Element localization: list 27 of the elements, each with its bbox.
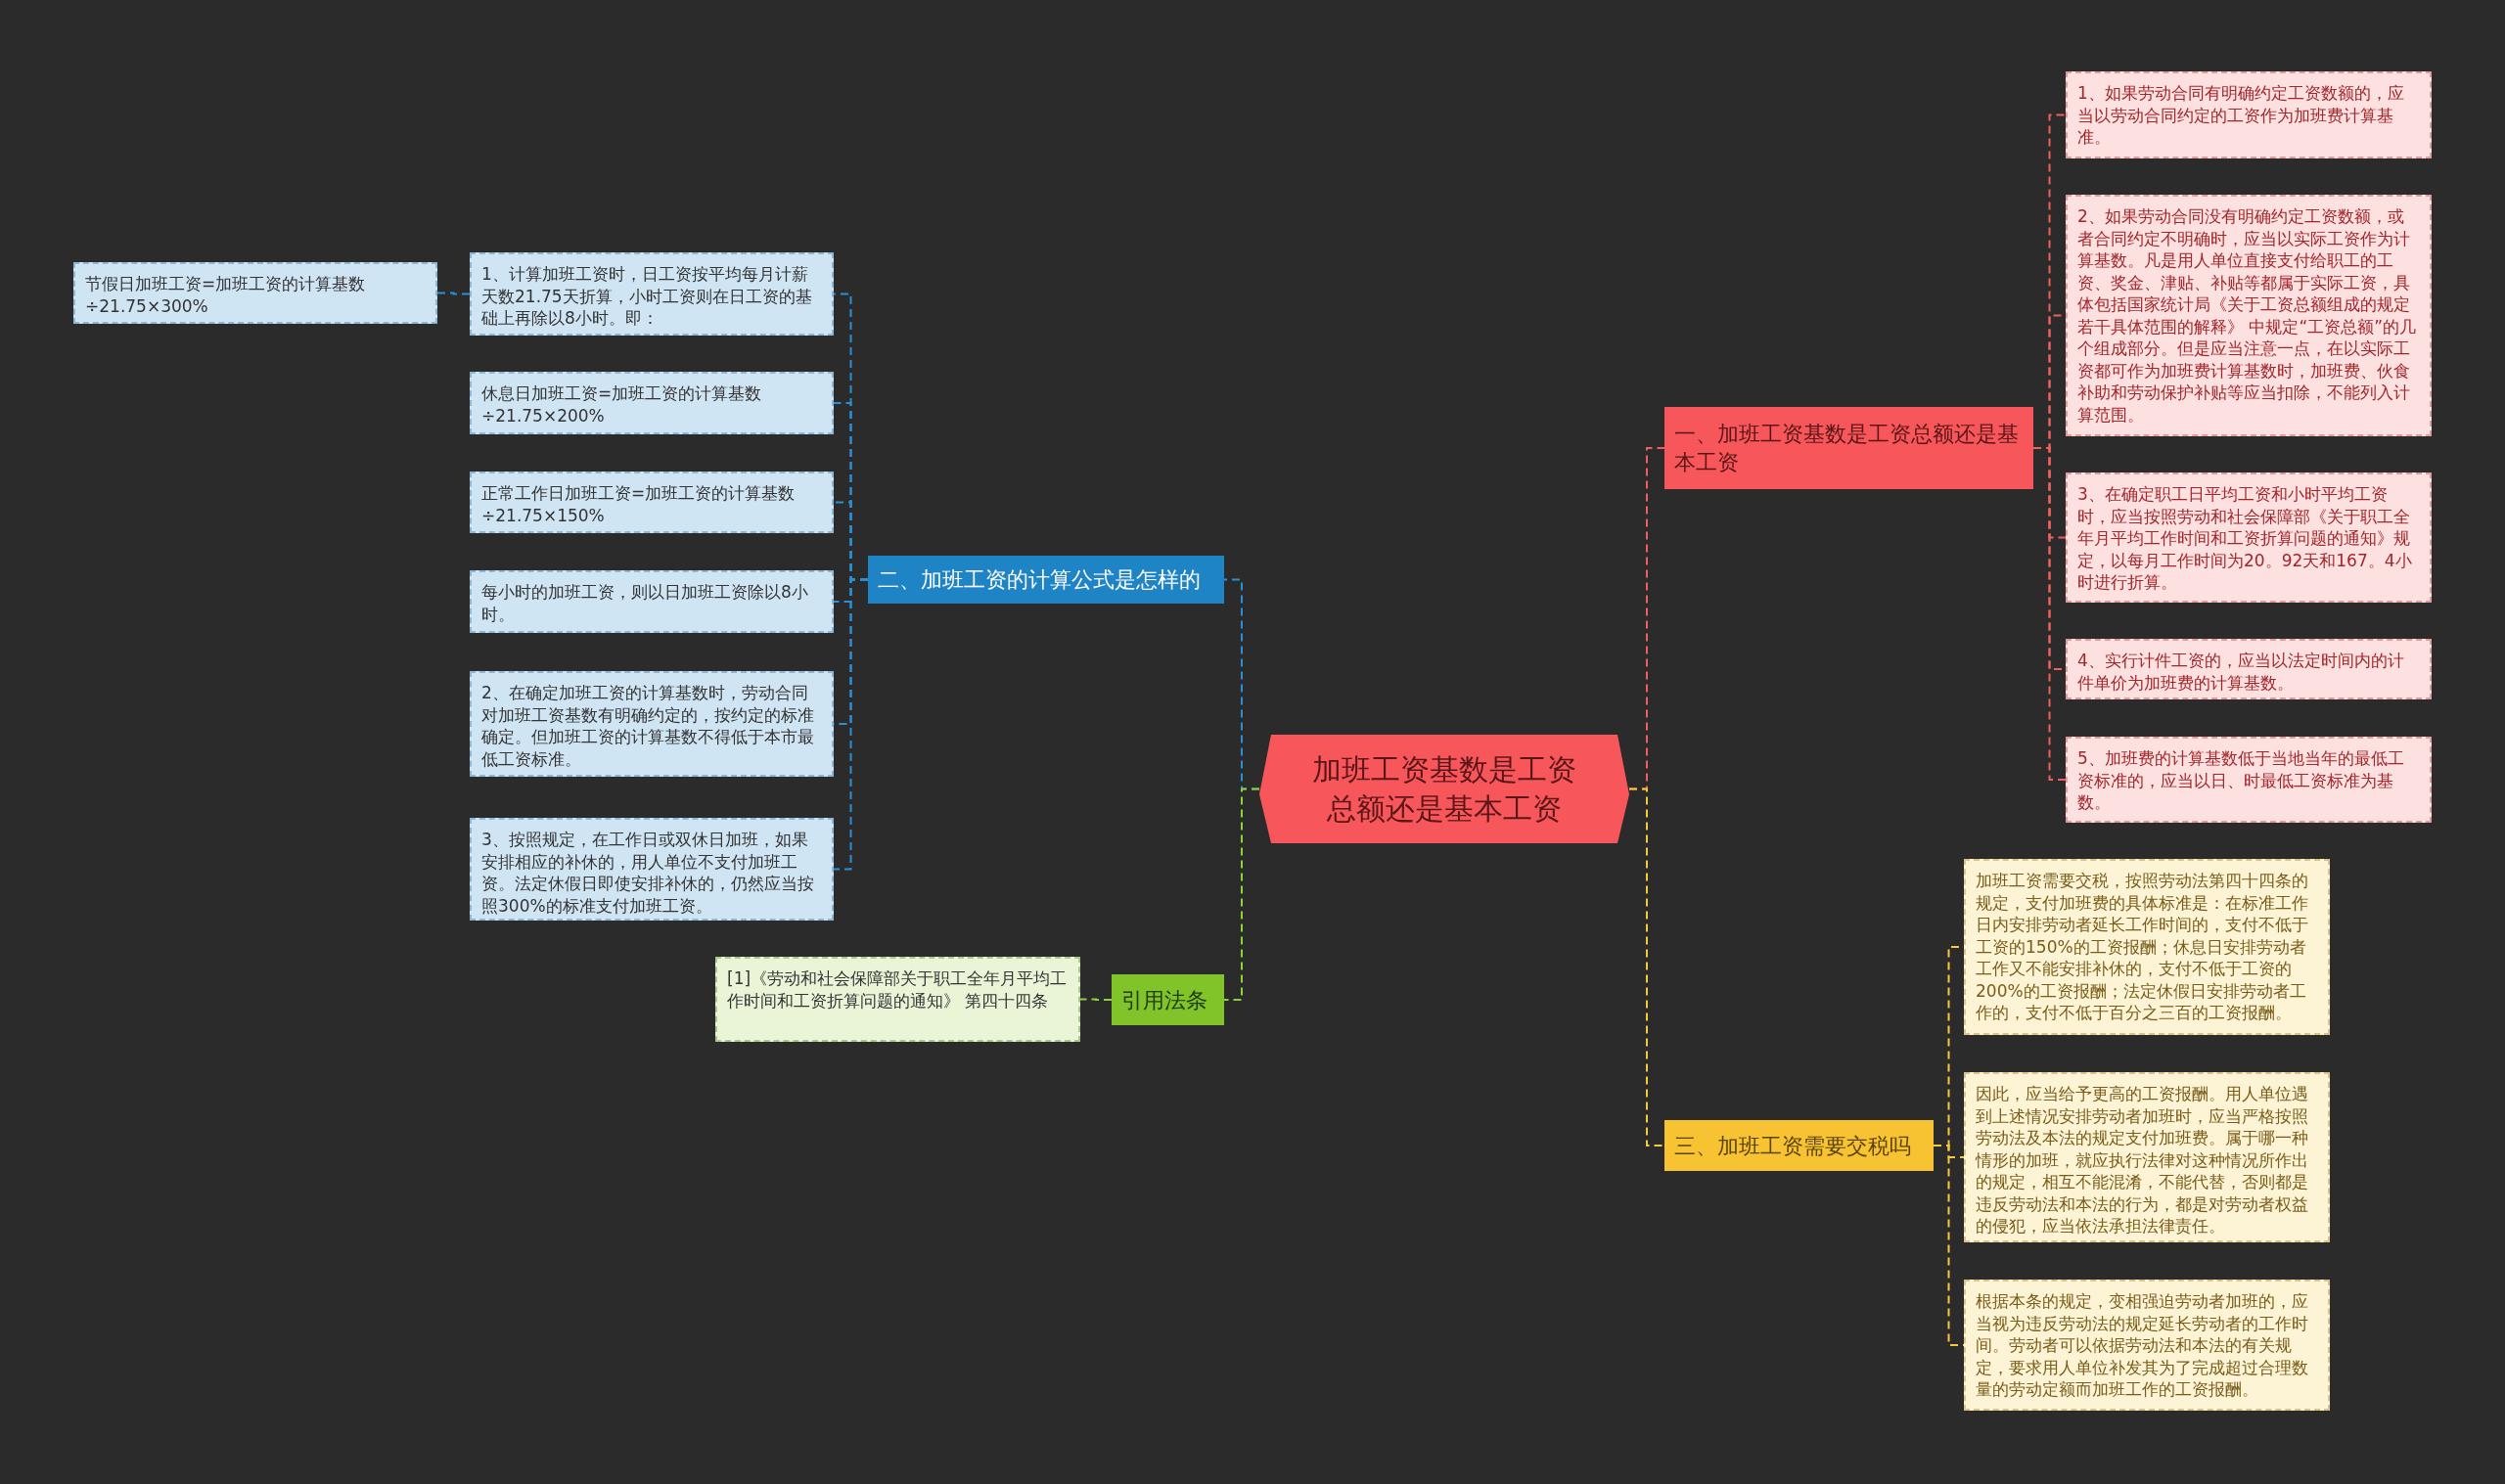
note-box: 正常工作日加班工资=加班工资的计算基数÷21.75×150%: [470, 472, 834, 533]
branch-topic: 二、加班工资的计算公式是怎样的: [868, 556, 1224, 604]
note-box: 1、计算加班工资时，日工资按平均每月计薪天数21.75天折算，小时工资则在日工资的基础上再除以8小时。即：: [470, 252, 834, 336]
note-box: 节假日加班工资=加班工资的计算基数÷21.75×300%: [73, 262, 437, 324]
note-box: 每小时的加班工资，则以日加班工资除以8小时。: [470, 570, 834, 633]
branch-topic: 三、加班工资需要交税吗: [1664, 1120, 1934, 1171]
note-box: 休息日加班工资=加班工资的计算基数÷21.75×200%: [470, 372, 834, 434]
note-box: 1、如果劳动合同有明确约定工资数额的，应当以劳动合同约定的工资作为加班费计算基准。: [2066, 71, 2432, 158]
connector-line: [1223, 787, 1260, 1001]
note-box: 3、在确定职工日平均工资和小时平均工资时，应当按照劳动和社会保障部《关于职工全年月平均工作时间和工资折算问题的通知》规定，以每月工作时间为20。92天和167。4小时进行折算。: [2066, 472, 2432, 603]
connector-line: [1079, 998, 1113, 1001]
connector-line: [436, 292, 471, 295]
note-box: 3、按照规定，在工作日或双休日加班，如果安排相应的补休的，用人单位不支付加班工资。法定休假日即使安排补休的，仍然应当按照300%的标准支付加班工资。: [470, 818, 834, 921]
note-box: 2、如果劳动合同没有明确约定工资数额，或者合同约定不明确时，应当以实际工资作为计算基数。凡是用人单位直接支付给职工的工资、奖金、津贴、补贴等都属于实际工资，具体包括国家统计局《关于工资总额组成的规定若干具体范围的解释》 中规定“工资总额”的几个组成部分。但是应当注意一点，在以实际工资都可作为加班费计算基数时，加班费、伙食补助和劳动保护补贴等应当扣除，不能列入计算范围。: [2066, 195, 2432, 436]
note-box: [1]《劳动和社会保障部关于职工全年月平均工作时间和工资折算问题的通知》 第四十四条: [715, 957, 1080, 1042]
note-box: 5、加班费的计算基数低于当地当年的最低工资标准的，应当以日、时最低工资标准为基数。: [2066, 737, 2432, 823]
note-box: 4、实行计件工资的，应当以法定时间内的计件单价为加班费的计算基数。: [2066, 639, 2432, 699]
connector-line: [1628, 787, 1665, 1147]
note-box: 因此，应当给予更高的工资报酬。用人单位遇到上述情况安排劳动者加班时，应当严格按照劳动法及本法的规定支付加班费。属于哪一种情形的加班，就应执行法律对这种情况所作出的规定，相互不能混淆，不能代替，否则都是违反劳动法和本法的行为，都是对劳动者权益的侵犯，应当依法承担法律责任。: [1964, 1072, 2330, 1242]
branch-topic: 引用法条: [1112, 974, 1224, 1025]
note-box: 加班工资需要交税，按照劳动法第四十四条的规定，支付加班费的具体标准是：在标准工作日内安排劳动者延长工作时间的，支付不低于工资的150%的工资报酬；休息日安排劳动者工作又不能安排补休的，支付不低于工资的200%的工资报酬；法定休假日安排劳动者工作的，支付不低于百分之三百的工资报酬。: [1964, 859, 2330, 1035]
note-box: 2、在确定加班工资的计算基数时，劳动合同对加班工资基数有明确约定的，按约定的标准确定。但加班工资的计算基数不得低于本市最低工资标准。: [470, 671, 834, 777]
central-topic: 加班工资基数是工资总额还是基本工资: [1259, 735, 1629, 843]
connector-line: [2032, 447, 2067, 781]
branch-topic: 一、加班工资基数是工资总额还是基本工资: [1664, 407, 2033, 489]
connector-line: [833, 578, 869, 871]
note-box: 根据本条的规定，变相强迫劳动者加班的，应当视为违反劳动法的规定延长劳动者的工作时间。劳动者可以依据劳动法和本法的有关规定，要求用人单位补发其为了完成超过合理数量的劳动定额而加班工作的工资报酬。: [1964, 1280, 2330, 1411]
